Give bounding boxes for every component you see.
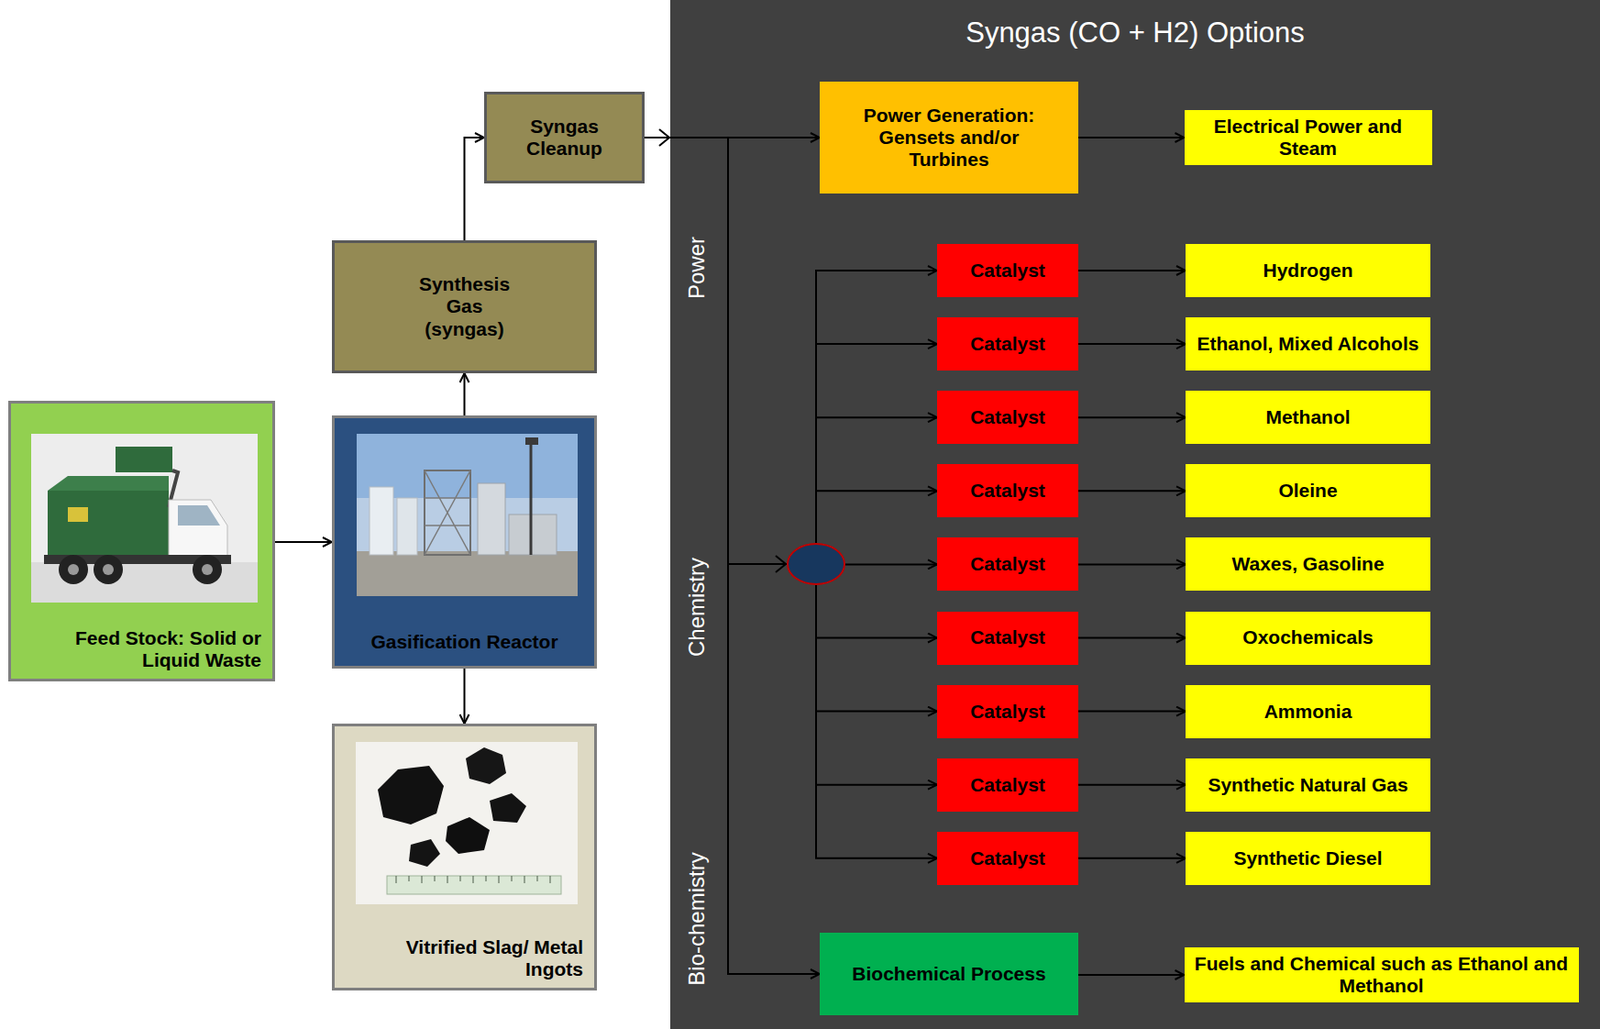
section-label: Bio-chemistry <box>684 851 709 985</box>
slag-piece <box>377 765 444 825</box>
feedstock-box: Feed Stock: Solid or Liquid Waste <box>8 400 276 682</box>
catalyst-box: Catalyst <box>937 537 1079 591</box>
catalyst-box: Catalyst <box>937 317 1079 371</box>
section-label: Power <box>684 236 709 299</box>
reactor-box: Gasification Reactor <box>331 415 597 669</box>
photo-ground <box>355 741 578 905</box>
lamp <box>525 437 539 445</box>
photo-ground <box>356 551 578 596</box>
panel-title: Syngas (CO + H2) Options <box>965 16 1305 50</box>
process-box: Synthesis Gas (syngas) <box>331 240 597 374</box>
process-box: Power Generation: Gensets and/or Turbine… <box>819 81 1079 194</box>
product-box: Fuels and Chemical such as Ethanol and M… <box>1184 947 1579 1003</box>
truck-wheel <box>93 554 123 585</box>
catalyst-box: Catalyst <box>937 831 1079 885</box>
product-box: Waxes, Gasoline <box>1185 537 1431 591</box>
plant-photo <box>356 433 578 596</box>
box-label: Hydrogen <box>1262 259 1353 282</box>
product-box: Ammonia <box>1185 684 1431 739</box>
box-label: Synthetic Natural Gas <box>1207 773 1408 796</box>
slag-piece <box>445 816 490 854</box>
plant-struts <box>424 470 471 555</box>
ruler <box>386 875 562 894</box>
box-label: Catalyst <box>970 406 1046 429</box>
section-label: Chemistry <box>684 557 709 657</box>
truck-wheel <box>192 554 222 585</box>
truck-logo <box>67 507 89 522</box>
box-label: Power Generation: Gensets and/or Turbine… <box>852 104 1046 171</box>
box-label: Oxochemicals <box>1242 626 1373 649</box>
truck-hub <box>201 563 213 575</box>
box-label: Ammonia <box>1264 700 1353 723</box>
ruler-ticks <box>396 875 551 883</box>
catalyst-box: Catalyst <box>937 684 1079 739</box>
photo-ground <box>31 433 258 603</box>
box-label: Catalyst <box>970 332 1046 355</box>
catalyst-box: Catalyst <box>937 611 1079 665</box>
product-box: Electrical Power and Steam <box>1184 110 1433 166</box>
options-panel: Syngas (CO + H2) OptionsPower Generation… <box>670 0 1600 1029</box>
box-label: Catalyst <box>970 626 1046 649</box>
entry-chevron <box>659 129 670 146</box>
truck-wheel <box>58 554 89 585</box>
box-label: Catalyst <box>970 847 1046 870</box>
flow-arrow <box>275 540 332 543</box>
product-box: Synthetic Natural Gas <box>1185 758 1431 812</box>
flow-arrow <box>464 137 486 241</box>
box-label: Synthesis Gas (syngas) <box>405 273 525 340</box>
slag-piece <box>489 793 527 823</box>
product-box: Hydrogen <box>1185 243 1431 298</box>
truck-hub <box>102 563 114 575</box>
box-label: Fuels and Chemical such as Ethanol and M… <box>1193 952 1570 997</box>
truck-window <box>177 505 221 526</box>
truck-hub <box>67 563 79 575</box>
box-label: Synthetic Diesel <box>1233 847 1382 870</box>
box-label: Biochemical Process <box>851 962 1046 985</box>
flow-arrow <box>463 668 466 724</box>
catalyst-box: Catalyst <box>937 243 1079 298</box>
box-label: Ethanol, Mixed Alcohols <box>1197 332 1420 355</box>
flow-arrow <box>463 373 466 416</box>
truck-body <box>47 490 169 555</box>
product-box: Ethanol, Mixed Alcohols <box>1185 317 1431 371</box>
process-box: Biochemical Process <box>819 932 1079 1016</box>
plant-building <box>477 483 506 555</box>
box-label: Syngas Cleanup <box>509 115 620 160</box>
output-box: Vitrified Slag/ Metal Ingots <box>331 723 597 991</box>
box-label: Catalyst <box>970 773 1046 796</box>
process-box: Syngas Cleanup <box>484 91 645 184</box>
plant-building <box>508 514 557 555</box>
truck-photo <box>31 433 258 603</box>
slag-piece <box>465 747 507 784</box>
box-label: Vitrified Slag/ Metal Ingots <box>399 936 584 981</box>
box-label: Feed Stock: Solid or Liquid Waste <box>32 627 262 672</box>
catalyst-box: Catalyst <box>937 390 1079 444</box>
plant-tank <box>397 497 418 555</box>
truck-hopper <box>47 475 169 491</box>
product-box: Oxochemicals <box>1185 611 1431 665</box>
lamp-post <box>529 441 533 555</box>
product-box: Methanol <box>1185 390 1431 444</box>
box-label: Gasification Reactor <box>370 630 558 653</box>
plant-tank <box>369 486 394 555</box>
truck-cab <box>168 499 228 557</box>
catalyst-box: Catalyst <box>937 758 1079 812</box>
catalyst-box: Catalyst <box>937 463 1079 518</box>
box-label: Catalyst <box>970 552 1046 575</box>
box-label: Catalyst <box>970 700 1046 723</box>
box-label: Oleine <box>1278 479 1337 502</box>
box-label: Waxes, Gasoline <box>1231 552 1384 575</box>
product-box: Synthetic Diesel <box>1185 831 1431 885</box>
box-label: Catalyst <box>970 259 1046 282</box>
slag-photo <box>355 741 578 905</box>
truck-container <box>115 446 173 473</box>
box-label: Electrical Power and Steam <box>1193 115 1424 160</box>
product-box: Oleine <box>1185 463 1431 518</box>
box-label: Catalyst <box>970 479 1046 502</box>
box-label: Methanol <box>1265 406 1350 429</box>
slag-piece <box>408 838 441 867</box>
plant-frame <box>424 470 471 555</box>
